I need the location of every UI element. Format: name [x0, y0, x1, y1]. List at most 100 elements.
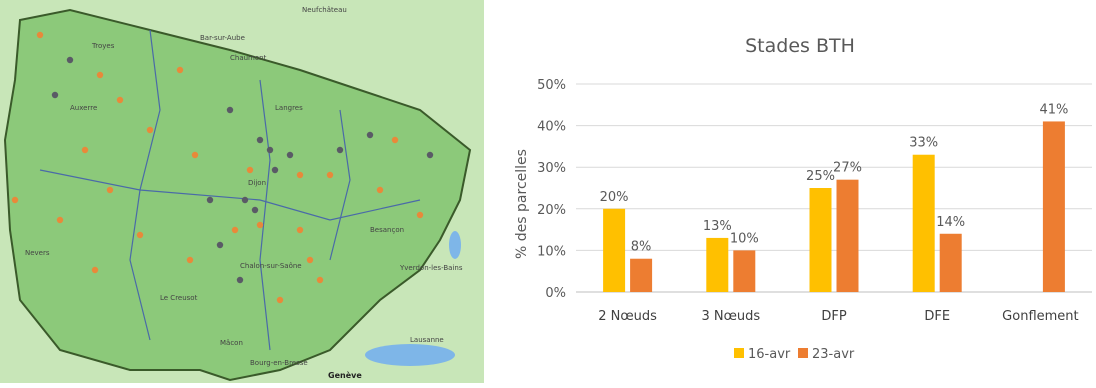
map-marker-icon[interactable]: [176, 66, 184, 74]
map-marker-icon[interactable]: [296, 226, 304, 234]
bar: [630, 258, 653, 292]
map-place-label: Besançon: [370, 226, 404, 234]
map-marker-icon[interactable]: [246, 166, 254, 174]
data-label: 33%: [909, 136, 938, 151]
bar-chart: Stades BTH % des parcelles 0% 10% 20% 30% 40…: [514, 35, 1092, 362]
map-marker-icon[interactable]: [256, 136, 264, 144]
map-marker-icon[interactable]: [276, 296, 284, 304]
bar: [706, 237, 729, 292]
legend-swatch: [798, 348, 808, 358]
y-axis-ticks: 0% 10% 20% 30% 40% 50%: [537, 78, 566, 301]
legend-label: 23-avr: [812, 347, 855, 362]
legend-swatch: [734, 348, 744, 358]
map-place-label: Nevers: [25, 249, 50, 257]
department-border: [329, 109, 351, 261]
lake: [449, 231, 461, 259]
map-marker-icon[interactable]: [91, 266, 99, 274]
map-marker-icon[interactable]: [216, 241, 224, 249]
bar: [912, 154, 935, 292]
map-place-label: Mâcon: [220, 339, 243, 347]
map-marker-icon[interactable]: [366, 131, 374, 139]
data-label: 14%: [936, 215, 965, 230]
map-marker-icon[interactable]: [266, 146, 274, 154]
map-marker-icon[interactable]: [226, 106, 234, 114]
legend: 16-avr 23-avr: [734, 347, 855, 362]
map-marker-icon[interactable]: [146, 126, 154, 134]
lake: [365, 344, 455, 366]
map-place-label: Dijon: [248, 179, 266, 187]
map-marker-icon[interactable]: [256, 221, 264, 229]
map-marker-icon[interactable]: [231, 226, 239, 234]
map-place-label: Genève: [328, 370, 362, 380]
bar: [1042, 121, 1065, 292]
map-marker-icon[interactable]: [271, 166, 279, 174]
map-marker-icon[interactable]: [286, 151, 294, 159]
map-marker-icon[interactable]: [376, 186, 384, 194]
bar: [939, 233, 962, 292]
map-place-label: Bar-sur-Aube: [200, 34, 245, 42]
map-marker-icon[interactable]: [416, 211, 424, 219]
department-border: [259, 79, 271, 351]
data-label: 20%: [600, 190, 629, 205]
department-border: [39, 169, 421, 221]
data-label: 10%: [730, 231, 759, 246]
map-marker-icon[interactable]: [51, 91, 59, 99]
map-marker-icon[interactable]: [56, 216, 64, 224]
x-tick-label: Gonflement: [1002, 309, 1078, 324]
map-marker-icon[interactable]: [316, 276, 324, 284]
bar: [809, 188, 832, 292]
map-place-label: Chaumont: [230, 54, 267, 62]
map-marker-icon[interactable]: [236, 276, 244, 284]
map-marker-icon[interactable]: [206, 196, 214, 204]
y-axis-label: % des parcelles: [514, 149, 530, 259]
map-place-label: Langres: [275, 104, 303, 112]
map-place-label: Auxerre: [70, 104, 97, 112]
gridlines: [576, 83, 1092, 293]
y-tick-label: 50%: [537, 78, 566, 93]
map-marker-icon[interactable]: [106, 186, 114, 194]
map-place-label: Le Creusot: [160, 294, 198, 302]
map-marker-icon[interactable]: [96, 71, 104, 79]
map-marker-icon[interactable]: [336, 146, 344, 154]
map-marker-icon[interactable]: [36, 31, 44, 39]
map-marker-icon[interactable]: [251, 206, 259, 214]
bar: [733, 250, 756, 292]
map-marker-icon[interactable]: [66, 56, 74, 64]
map-marker-icon[interactable]: [136, 231, 144, 239]
map-place-label: Troyes: [91, 42, 115, 50]
map-marker-icon[interactable]: [306, 256, 314, 264]
chart-title: Stades BTH: [745, 35, 855, 57]
bar: [603, 208, 626, 292]
map-marker-icon[interactable]: [116, 96, 124, 104]
data-label: 8%: [631, 240, 652, 255]
legend-label: 16-avr: [748, 347, 791, 362]
x-tick-label: DFP: [821, 309, 846, 324]
map-marker-icon[interactable]: [391, 136, 399, 144]
map-markers: [11, 31, 434, 304]
map-marker-icon[interactable]: [186, 256, 194, 264]
x-tick-label: DFE: [924, 309, 950, 324]
y-tick-label: 0%: [545, 286, 566, 301]
data-label: 25%: [806, 169, 835, 184]
y-tick-label: 20%: [537, 203, 566, 218]
map-place-label: Bourg-en-Bresse: [250, 359, 308, 367]
map-place-label: Chalon-sur-Saône: [240, 262, 302, 270]
region-map[interactable]: Neufchâteau Bar-sur-Aube Chaumont Troyes…: [0, 0, 484, 383]
y-tick-label: 40%: [537, 120, 566, 135]
map-marker-icon[interactable]: [296, 171, 304, 179]
map-marker-icon[interactable]: [326, 171, 334, 179]
x-tick-label: 2 Nœuds: [598, 309, 657, 324]
map-place-label: Yverdon-les-Bains: [399, 264, 463, 272]
map-marker-icon[interactable]: [426, 151, 434, 159]
map-place-label: Neufchâteau: [302, 6, 347, 14]
bar: [836, 179, 859, 292]
map-marker-icon[interactable]: [241, 196, 249, 204]
map-marker-icon[interactable]: [191, 151, 199, 159]
data-label: 27%: [833, 161, 862, 176]
map-marker-icon[interactable]: [11, 196, 19, 204]
map-marker-icon[interactable]: [81, 146, 89, 154]
y-tick-label: 30%: [537, 161, 566, 176]
y-tick-label: 10%: [537, 244, 566, 259]
map-panel[interactable]: Neufchâteau Bar-sur-Aube Chaumont Troyes…: [0, 0, 484, 383]
